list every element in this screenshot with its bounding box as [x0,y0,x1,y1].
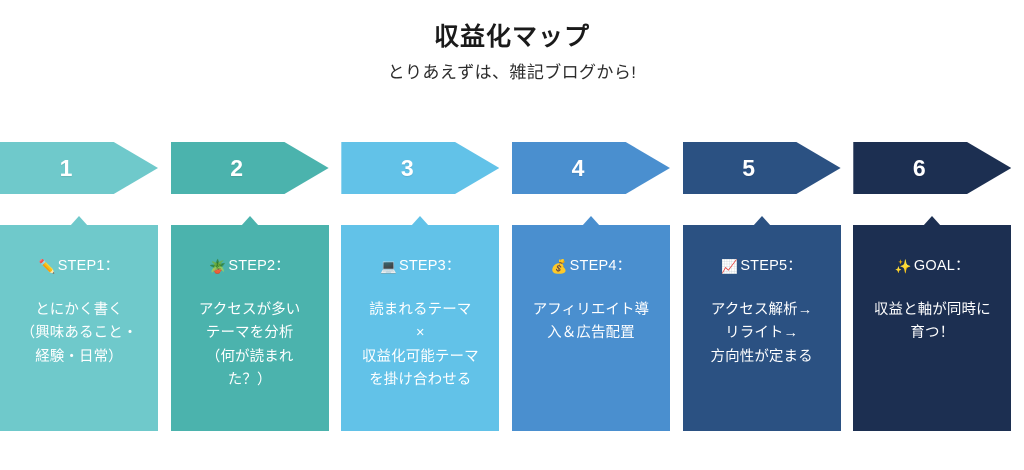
card-notch-triangle-icon [752,216,771,226]
sparkles-icon: ✨ [894,259,912,274]
step-number-2: 2 [230,154,244,181]
step-label-3: STEP3： [399,258,461,274]
step-banner-wrap-5: 5 [682,142,854,194]
step-card-wrap-5: 📈STEP5： アクセス解析→ リライト→ 方向性が定まる [682,216,841,431]
step-banner-6[interactable]: 6 [853,142,1012,194]
step-label-2: STEP2： [228,258,290,274]
step-label-4: STEP4： [569,258,632,274]
step-heading-3: 💻STEP3： [347,257,493,277]
step-column-3: 3 💻STEP3： 読まれるテーマ × 収益化可能テーマ を掛け合わせる [341,142,512,442]
card-notch-triangle-icon [581,216,600,226]
step-body-1: とにかく書く （興味あること・ 経験・日常） [20,301,138,365]
step-heading-6: ✨GOAL： [859,257,1005,277]
card-notch-triangle-icon [411,216,430,226]
step-banner-wrap-1: 1 [0,142,171,194]
step-label-1: STEP1： [57,258,120,274]
step-label-6: GOAL： [913,258,970,274]
step-banner-wrap-2: 2 [170,142,342,194]
step-heading-5: 📈STEP5： [689,257,835,277]
step-label-5: STEP5： [740,258,802,274]
step-card-2[interactable]: 🪴STEP2： アクセスが多い テーマを分析 （何が読まれ た？） [170,225,329,431]
step-card-wrap-6: ✨GOAL： 収益と軸が同時に 育つ！ [853,216,1012,431]
step-banner-wrap-4: 4 [511,142,683,194]
step-body-3: 読まれるテーマ × 収益化可能テーマ を掛け合わせる [361,301,479,389]
laptop-icon: 💻 [379,259,397,274]
step-heading-2: 🪴STEP2： [177,257,323,277]
step-column-4: 4 💰STEP4： アフィリエイト導 入＆広告配置 [511,142,683,442]
step-banner-2[interactable]: 2 [170,142,329,194]
step-card-6[interactable]: ✨GOAL： 収益と軸が同時に 育つ！ [853,225,1012,431]
step-heading-1: ✏️STEP1： [6,257,152,277]
step-card-wrap-2: 🪴STEP2： アクセスが多い テーマを分析 （何が読まれ た？） [170,216,329,431]
step-card-wrap-1: ✏️STEP1： とにかく書く （興味あること・ 経験・日常） [0,216,158,431]
chart-increasing-icon: 📈 [721,259,739,274]
step-banner-5[interactable]: 5 [682,142,841,194]
step-card-wrap-4: 💰STEP4： アフィリエイト導 入＆広告配置 [511,216,670,431]
card-notch-triangle-icon [70,216,88,226]
step-banner-3[interactable]: 3 [341,142,500,194]
step-number-4: 4 [571,154,585,181]
step-banner-4[interactable]: 4 [511,142,670,194]
step-column-6: 6 ✨GOAL： 収益と軸が同時に 育つ！ [853,142,1024,442]
step-body-6: 収益と軸が同時に 育つ！ [873,301,991,342]
step-banner-1[interactable]: 1 [0,142,158,194]
step-heading-4: 💰STEP4： [518,257,664,277]
potted-plant-icon: 🪴 [209,259,227,274]
card-notch-triangle-icon [923,216,942,226]
step-number-6: 6 [912,154,926,181]
step-number-3: 3 [400,154,414,181]
steps-row: 1 ✏️STEP1： とにかく書く （興味あること・ 経験・日常） 2 🪴STEP2： ア… [0,142,1024,442]
step-column-2: 2 🪴STEP2： アクセスが多い テーマを分析 （何が読まれ た？） [170,142,342,442]
step-body-2: アクセスが多い テーマを分析 （何が読まれ た？） [198,301,301,389]
step-body-5: アクセス解析→ リライト→ 方向性が定まる [710,301,813,365]
pencil-icon: ✏️ [38,259,56,274]
step-card-4[interactable]: 💰STEP4： アフィリエイト導 入＆広告配置 [511,225,670,431]
step-banner-wrap-3: 3 [341,142,512,194]
step-number-1: 1 [59,154,73,181]
step-card-5[interactable]: 📈STEP5： アクセス解析→ リライト→ 方向性が定まる [682,225,841,431]
page-subtitle: とりあえずは、雑記ブログから! [387,63,637,83]
header: 収益化マップ とりあえずは、雑記ブログから! [0,22,1024,84]
step-banner-wrap-6: 6 [853,142,1024,194]
card-notch-triangle-icon [240,216,259,226]
step-card-1[interactable]: ✏️STEP1： とにかく書く （興味あること・ 経験・日常） [0,225,158,431]
step-card-wrap-3: 💻STEP3： 読まれるテーマ × 収益化可能テーマ を掛け合わせる [341,216,500,431]
money-bag-icon: 💰 [550,259,568,274]
page-title: 収益化マップ [433,23,590,51]
step-card-3[interactable]: 💻STEP3： 読まれるテーマ × 収益化可能テーマ を掛け合わせる [341,225,500,431]
step-column-5: 5 📈STEP5： アクセス解析→ リライト→ 方向性が定まる [682,142,854,442]
step-body-4: アフィリエイト導 入＆広告配置 [532,301,650,342]
step-number-5: 5 [742,154,756,181]
step-column-1: 1 ✏️STEP1： とにかく書く （興味あること・ 経験・日常） [0,142,171,442]
